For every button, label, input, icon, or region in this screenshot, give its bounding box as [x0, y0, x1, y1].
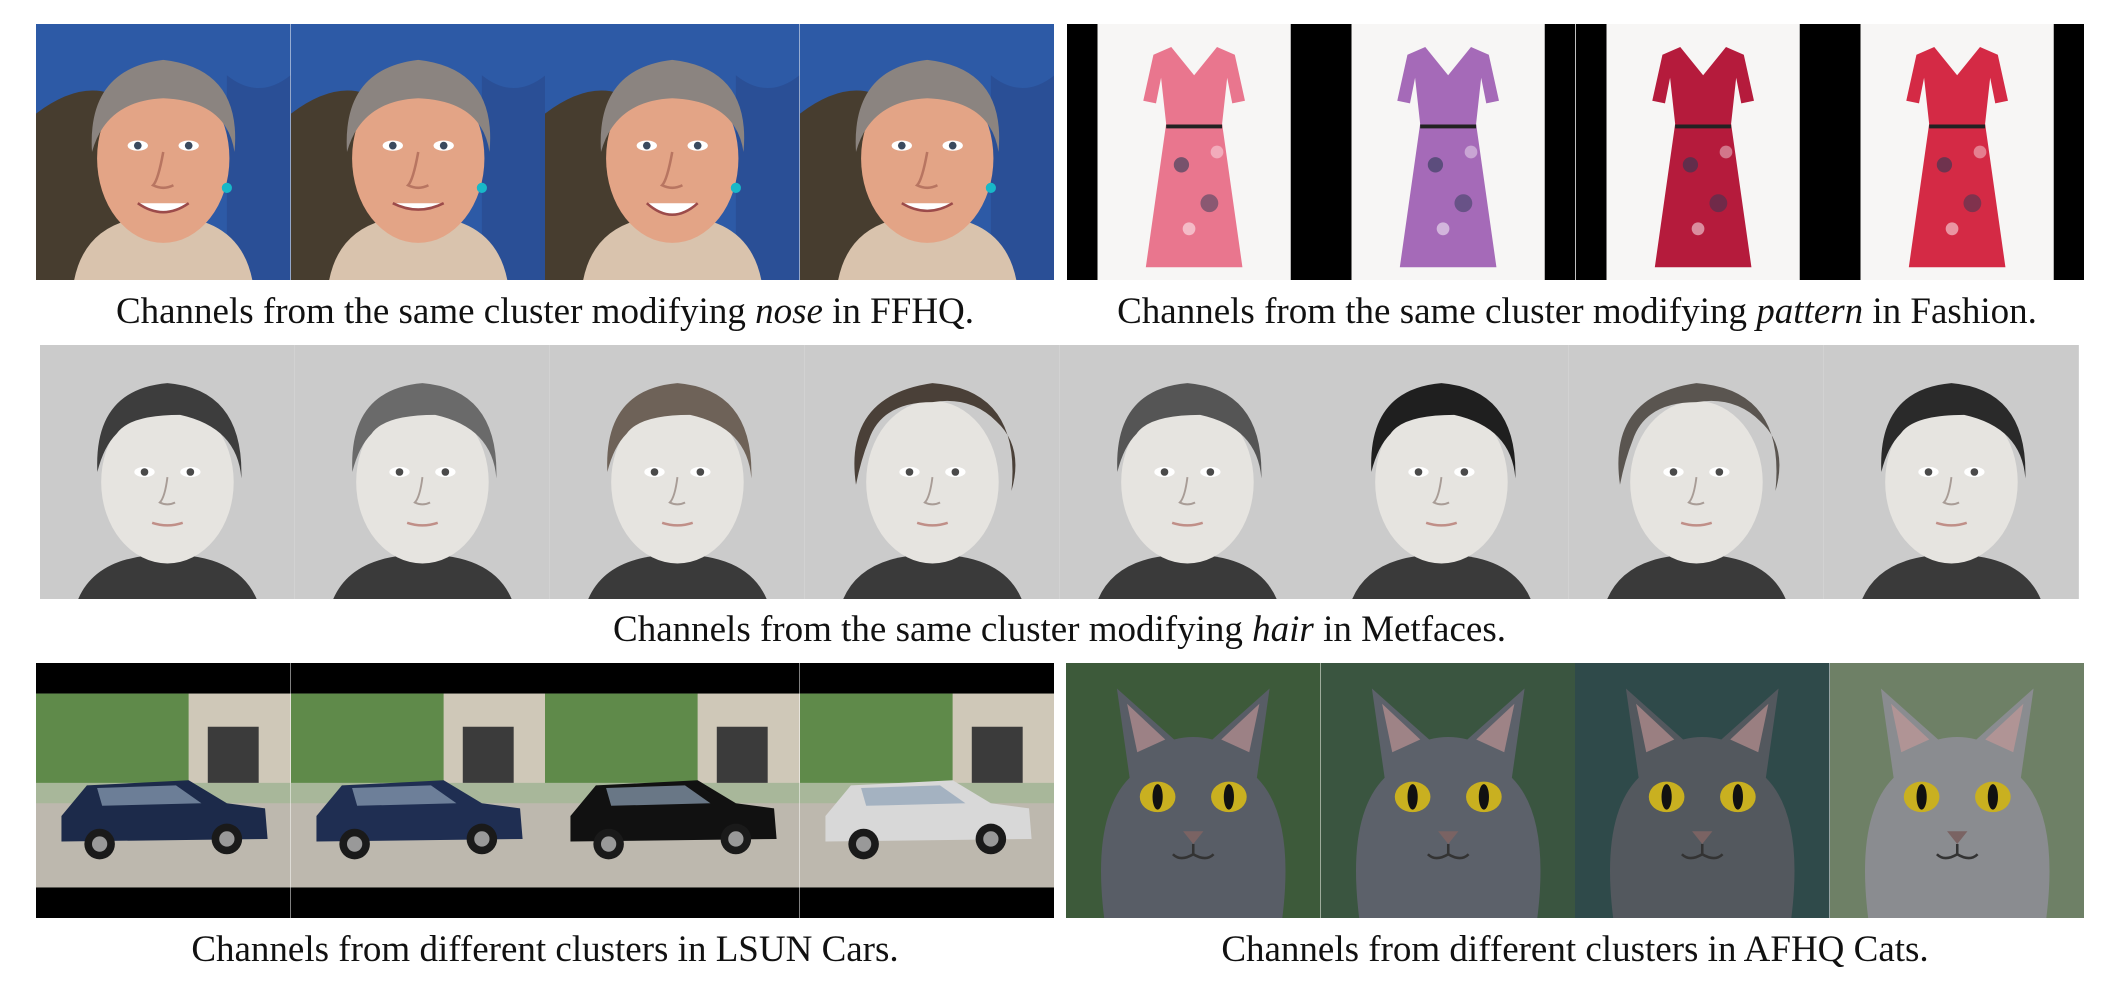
afhq-cats-image-2: [1320, 663, 1575, 918]
ffhq-image-strip: [36, 24, 1054, 280]
afhq-cats-image-3: [1575, 663, 1830, 918]
fashion-image-3: [1575, 24, 1830, 280]
metfaces-caption: Channels from the same cluster modifying…: [613, 609, 1506, 650]
lsun-cars-image-4: [799, 663, 1054, 918]
metfaces-image-8: [1824, 345, 2079, 599]
ffhq-attribute: nose: [755, 291, 823, 332]
metfaces-image-3: [549, 345, 805, 599]
fashion-image-4: [1829, 24, 2084, 280]
lsun-cars-image-2: [290, 663, 545, 918]
ffhq-image-4: [799, 24, 1054, 280]
afhq-cats-caption: Channels from different clusters in AFHQ…: [1221, 929, 1929, 970]
lsun-cars-image-strip: [36, 663, 1054, 918]
afhq-cats-image-strip: [1066, 663, 2084, 918]
metfaces-image-2: [294, 345, 550, 599]
ffhq-image-2: [290, 24, 545, 280]
afhq-cats-image-1: [1066, 663, 1321, 918]
metfaces-image-7: [1569, 345, 1825, 599]
fashion-image-2: [1321, 24, 1576, 280]
ffhq-image-1: [36, 24, 291, 280]
lsun-cars-caption: Channels from different clusters in LSUN…: [191, 929, 899, 970]
metfaces-attribute: hair: [1252, 609, 1314, 650]
metfaces-image-1: [40, 345, 295, 599]
fashion-image-strip: [1067, 24, 2084, 280]
ffhq-caption: Channels from the same cluster modifying…: [115, 291, 975, 332]
fashion-attribute: pattern: [1756, 291, 1864, 332]
ffhq-image-3: [545, 24, 800, 280]
metfaces-image-5: [1059, 345, 1315, 599]
metfaces-image-strip: [40, 345, 2079, 599]
lsun-cars-image-1: [36, 663, 291, 918]
fashion-image-1: [1067, 24, 1322, 280]
fashion-caption: Channels from the same cluster modifying…: [1117, 291, 2037, 332]
metfaces-image-4: [804, 345, 1060, 599]
afhq-cats-image-4: [1829, 663, 2084, 918]
lsun-cars-image-3: [545, 663, 800, 918]
metfaces-image-6: [1314, 345, 1570, 599]
